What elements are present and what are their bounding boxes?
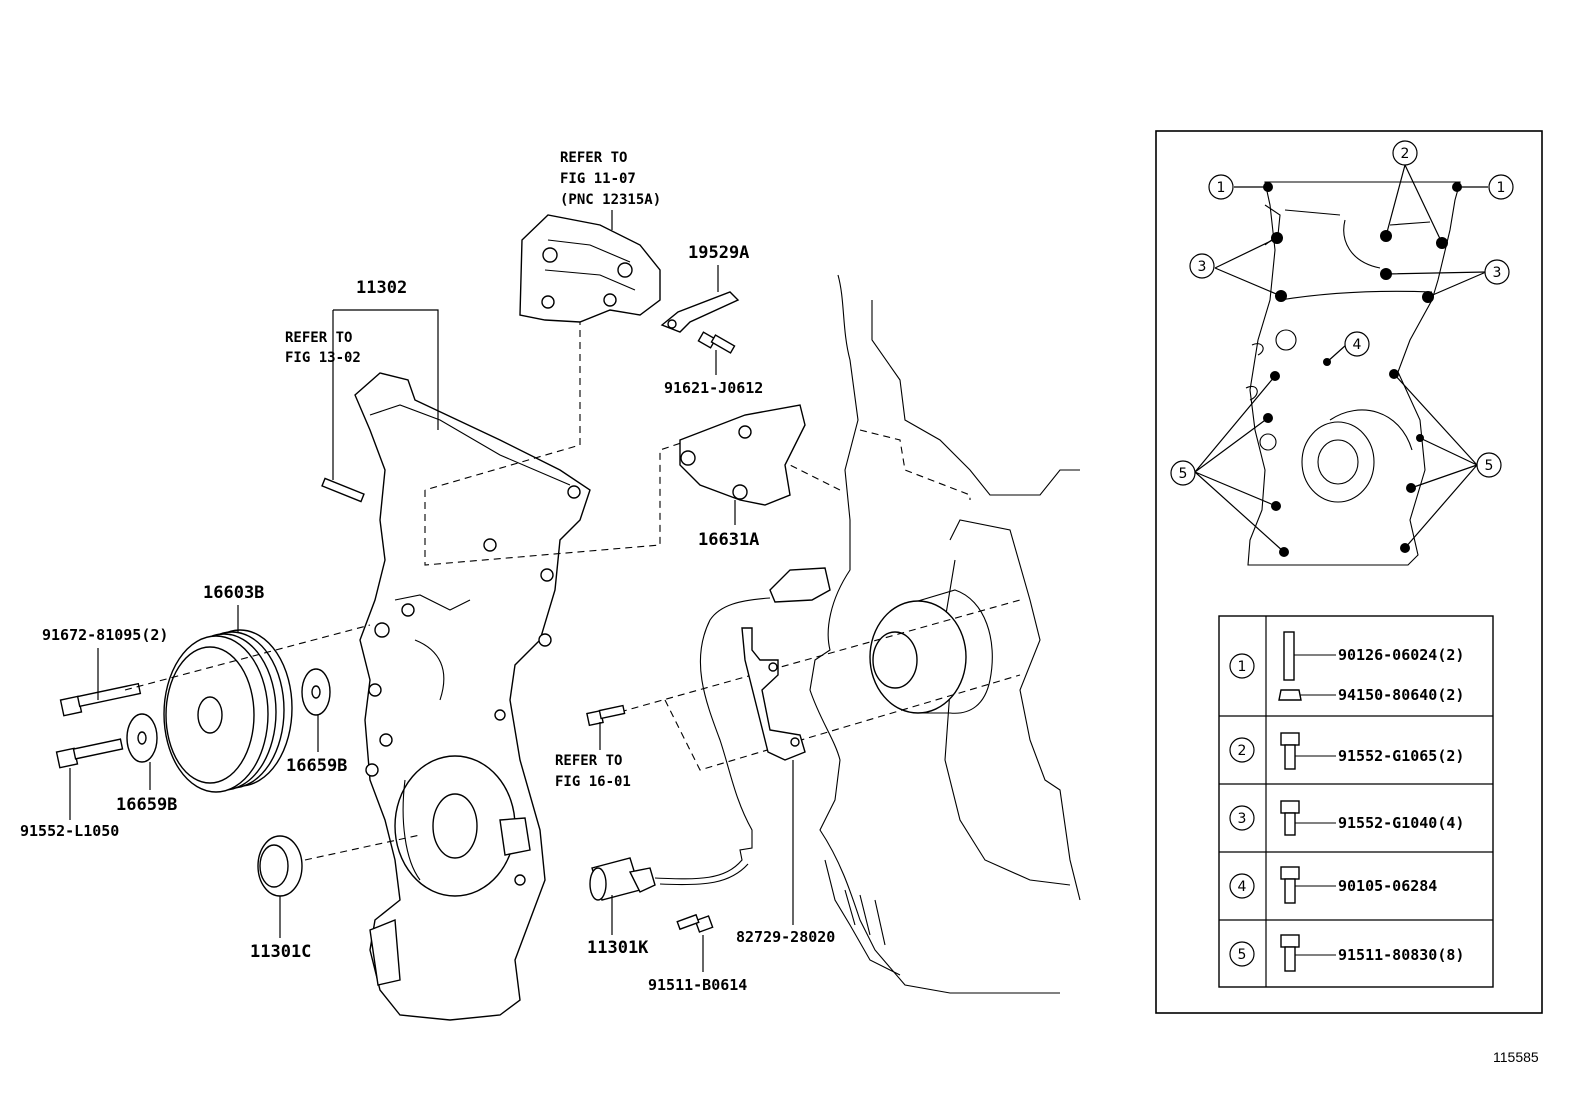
bracket-19529A (660, 291, 740, 333)
label-91672-81095: 91672-81095(2) (42, 626, 168, 644)
table-row: 1 90126-06024(2) 94150-80640(2) (1229, 631, 1464, 704)
stud-icon (1283, 631, 1295, 681)
svg-text:91511-80830(8): 91511-80830(8) (1338, 946, 1464, 964)
crankshaft-pulley-16603B (163, 629, 293, 793)
inset-marker-3-left: 3 (1189, 253, 1215, 279)
bolt-table (1218, 615, 1494, 988)
label-16631A: 16631A (698, 530, 759, 550)
inset-bolt-dots (1263, 182, 1462, 557)
inset-marker-2: 2 (1392, 140, 1418, 166)
svg-text:FIG 11-07: FIG 11-07 (560, 171, 636, 187)
svg-text:(PNC 12315A): (PNC 12315A) (560, 192, 661, 208)
wire-bracket-82729-28020 (741, 627, 806, 761)
svg-text:1: 1 (1217, 180, 1226, 196)
svg-text:94150-80640(2): 94150-80640(2) (1338, 686, 1464, 704)
crank-position-sensor-11301K (589, 597, 771, 901)
inset-marker-5-right: 5 (1476, 452, 1502, 478)
svg-text:REFER TO: REFER TO (560, 150, 627, 166)
inset-marker-1-left: 1 (1208, 174, 1234, 200)
table-row: 5 91511-80830(8) (1229, 934, 1464, 972)
table-row: 4 90105-06284 (1229, 866, 1437, 904)
svg-text:90105-06284: 90105-06284 (1338, 877, 1437, 895)
figure-id: 115585 (1493, 1049, 1539, 1065)
bolt-91552-L1050 (55, 738, 124, 769)
bolt-91621-J0612 (697, 331, 736, 354)
svg-text:5: 5 (1179, 466, 1188, 482)
label-16603B: 16603B (203, 583, 264, 603)
callout-refer-fig-13-02: REFER TO FIG 13-02 (285, 330, 361, 366)
flange-bolt-icon (1280, 866, 1300, 904)
flange-bolt-icon (1280, 934, 1300, 972)
svg-text:91552-G1065(2): 91552-G1065(2) (1338, 747, 1464, 765)
bolt-91672-81095 (59, 682, 142, 717)
svg-text:4: 4 (1353, 337, 1362, 353)
bolt-refer-16-01 (586, 704, 626, 727)
flange-bolt-icon (1280, 800, 1300, 836)
callout-refer-fig-11-07: REFER TO FIG 11-07 (PNC 12315A) (560, 150, 661, 208)
idler-bracket-16631A (679, 404, 806, 506)
svg-text:2: 2 (1238, 743, 1247, 759)
flange-bolt-icon (1280, 732, 1300, 770)
label-82729-28020: 82729-28020 (736, 928, 835, 946)
label-11302: 11302 (356, 278, 407, 298)
svg-text:3: 3 (1198, 259, 1207, 275)
label-91552-L1050: 91552-L1050 (20, 822, 119, 840)
label-91621-J0612: 91621-J0612 (664, 379, 763, 397)
svg-text:1: 1 (1497, 180, 1506, 196)
inset-marker-1-right: 1 (1488, 174, 1514, 200)
inset-cover-outline (1245, 181, 1461, 566)
svg-text:REFER TO: REFER TO (285, 330, 352, 346)
svg-text:4: 4 (1238, 879, 1247, 895)
stud-bolt (321, 477, 365, 503)
inset-marker-3-right: 3 (1484, 259, 1510, 285)
connector (769, 567, 831, 603)
svg-text:2: 2 (1401, 146, 1410, 162)
engine-mount-bracket (519, 214, 661, 323)
nut-icon (1278, 689, 1302, 701)
svg-text:3: 3 (1493, 265, 1502, 281)
svg-text:91552-G1040(4): 91552-G1040(4) (1338, 814, 1464, 832)
svg-text:90126-06024(2): 90126-06024(2) (1338, 646, 1464, 664)
inset-marker-5-left: 5 (1170, 460, 1196, 486)
table-row: 2 91552-G1065(2) (1229, 732, 1464, 770)
inset-leaders (1194, 164, 1488, 553)
label-16659B-upper: 16659B (286, 756, 347, 776)
oil-seal-11301C (257, 835, 303, 897)
svg-text:1: 1 (1238, 659, 1247, 675)
inset-frame (1155, 130, 1543, 1014)
label-19529A: 19529A (688, 243, 749, 263)
svg-text:3: 3 (1238, 811, 1247, 827)
inset-marker-4: 4 (1344, 331, 1370, 357)
svg-text:FIG 16-01: FIG 16-01 (555, 774, 631, 790)
label-16659B-lower: 16659B (116, 795, 177, 815)
svg-text:REFER TO: REFER TO (555, 753, 622, 769)
table-row: 3 91552-G1040(4) (1229, 800, 1464, 836)
label-11301K: 11301K (587, 938, 649, 958)
svg-text:5: 5 (1485, 458, 1494, 474)
svg-text:FIG 13-02: FIG 13-02 (285, 350, 361, 366)
callout-refer-fig-16-01: REFER TO FIG 16-01 (555, 753, 631, 790)
bolt-91511-B0614 (676, 913, 714, 933)
timing-chain-cover (354, 372, 591, 1021)
label-11301C: 11301C (250, 942, 311, 962)
svg-text:5: 5 (1238, 947, 1247, 963)
engine-block-outline (809, 274, 1081, 994)
label-91511-B0614: 91511-B0614 (648, 976, 747, 994)
